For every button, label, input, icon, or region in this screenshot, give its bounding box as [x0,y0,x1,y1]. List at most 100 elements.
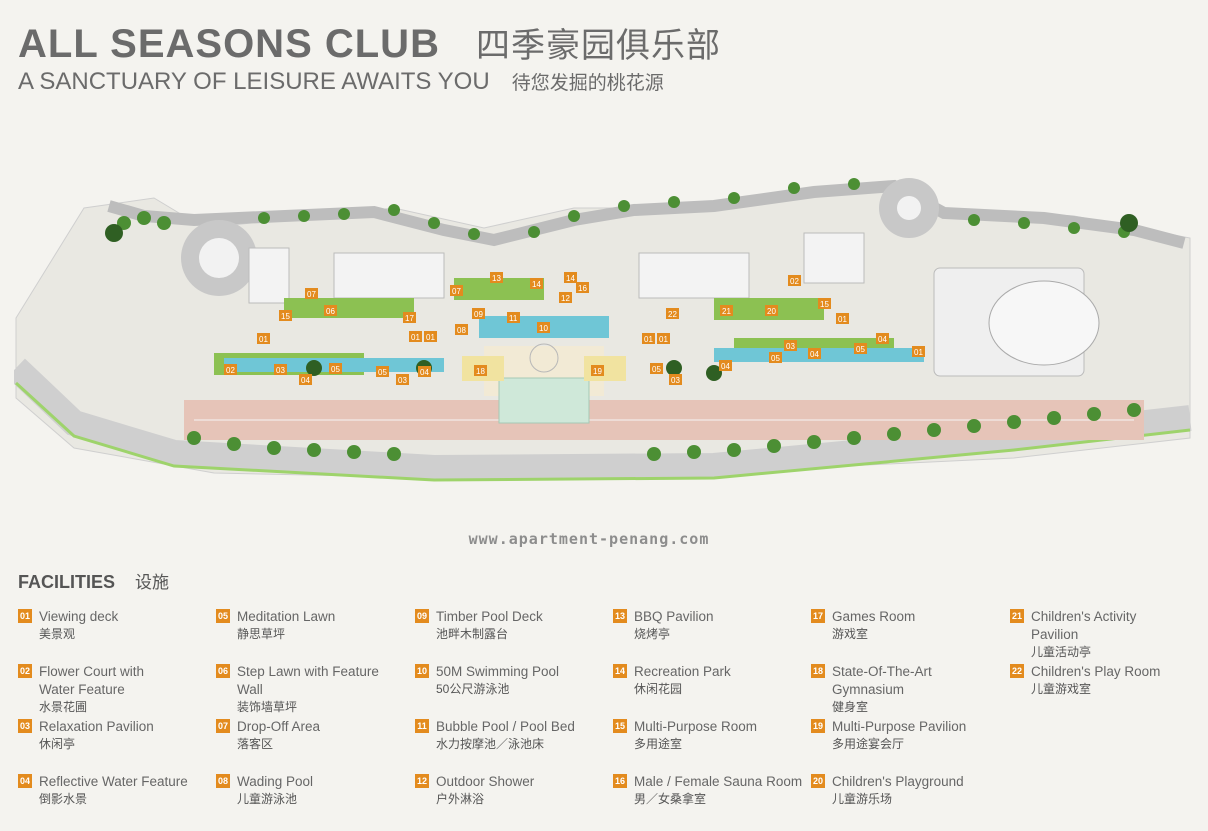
marker-01: 01 [409,331,422,342]
marker-05: 05 [769,352,782,363]
legend-label: Flower Court with Water Feature [39,664,145,697]
svg-text:01: 01 [659,335,668,344]
legend-label: Children's Playground [832,774,964,789]
marker-15: 15 [818,298,831,309]
title-en: ALL SEASONS CLUB [18,22,440,66]
marker-01: 01 [257,333,270,344]
marker-05: 05 [650,363,663,374]
legend-label-cn: 健身室 [832,700,869,714]
marker-03: 03 [784,340,797,351]
legend-number: 16 [613,774,627,788]
svg-text:01: 01 [259,335,268,344]
marker-04: 04 [418,366,431,377]
svg-text:22: 22 [668,310,677,319]
svg-text:01: 01 [914,348,923,357]
legend-item: 10 50M Swimming Pool 50公尺游泳池 [415,663,605,698]
marker-02: 02 [224,364,237,375]
svg-text:05: 05 [652,365,661,374]
legend-label: Children's Play Room [1031,664,1161,679]
legend-label: Timber Pool Deck [436,609,543,624]
svg-text:19: 19 [593,367,602,376]
legend-number: 09 [415,609,429,623]
marker-06: 06 [324,305,337,316]
legend-item: 01 Viewing deck 美景观 [18,608,208,643]
legend-label: Children's Activity Pavilion [1031,609,1137,642]
svg-text:04: 04 [301,376,310,385]
marker-08: 08 [455,324,468,335]
legend-number: 19 [811,719,825,733]
legend-item: 18 State-Of-The-Art Gymnasium 健身室 [811,663,941,716]
facilities-heading-cn: 设施 [135,573,170,592]
plaza-fountain [529,343,559,373]
marker-21: 21 [720,305,733,316]
legend-number: 18 [811,664,825,678]
legend-item: 14 Recreation Park 休闲花园 [613,663,803,698]
svg-text:02: 02 [790,277,799,286]
legend-label: Male / Female Sauna Room [634,774,803,789]
svg-text:07: 07 [452,287,461,296]
legend-label-cn: 休闲花园 [634,682,683,696]
legend-number: 06 [216,664,230,678]
legend-number: 14 [613,664,627,678]
legend-item: 12 Outdoor Shower 户外淋浴 [415,773,605,808]
legend-number: 13 [613,609,627,623]
marker-03: 03 [669,374,682,385]
svg-text:04: 04 [810,350,819,359]
svg-text:18: 18 [476,367,485,376]
svg-text:08: 08 [457,326,466,335]
watermark: www.apartment-penang.com [468,530,710,548]
marker-14: 14 [564,272,577,283]
legend-number: 03 [18,719,32,733]
marker-05: 05 [854,343,867,354]
marker-01: 01 [912,346,925,357]
legend-number: 17 [811,609,825,623]
legend-label-cn: 儿童活动亭 [1031,645,1092,659]
facilities-legend: 01 Viewing deck 美景观 02 Flower Court with… [18,608,1198,828]
legend-label-cn: 游戏室 [832,627,869,641]
marker-12: 12 [559,292,572,303]
marker-04: 04 [719,360,732,371]
svg-text:01: 01 [426,333,435,342]
legend-label-cn: 儿童游泳池 [237,792,298,806]
road-verge [14,381,1191,482]
legend-label: Step Lawn with Feature Wall [237,664,379,697]
legend-number: 01 [18,609,32,623]
legend-label-cn: 静思草坪 [237,627,286,641]
legend-number: 22 [1010,664,1024,678]
marker-01: 01 [836,313,849,324]
svg-text:10: 10 [539,324,548,333]
legend-label: Relaxation Pavilion [39,719,154,734]
legend-label: Games Room [832,609,916,624]
svg-text:01: 01 [644,335,653,344]
marker-01: 01 [657,333,670,344]
legend-number: 07 [216,719,230,733]
marker-09: 09 [472,308,485,319]
legend-item: 02 Flower Court with Water Feature 水景花圃 [18,663,158,716]
svg-text:05: 05 [771,354,780,363]
legend-label-cn: 池畔木制露台 [436,627,509,641]
marker-02: 02 [788,275,801,286]
marker-10: 10 [537,322,550,333]
legend-number: 05 [216,609,230,623]
legend-label: Multi-Purpose Room [634,719,758,734]
legend-number: 15 [613,719,627,733]
drop-off-west-inner [199,238,239,278]
legend-label: Meditation Lawn [237,609,336,624]
legend-label-cn: 多用途室 [634,737,683,751]
svg-text:05: 05 [378,368,387,377]
marker-04: 04 [808,348,821,359]
legend-item: 21 Children's Activity Pavilion 儿童活动亭 [1010,608,1160,661]
legend-item: 19 Multi-Purpose Pavilion 多用途宴会厅 [811,718,1001,753]
marker-03: 03 [274,364,287,375]
svg-text:05: 05 [331,365,340,374]
subtitle-en: A SANCTUARY OF LEISURE AWAITS YOU [18,68,490,95]
legend-number: 12 [415,774,429,788]
facility-markers: 01 01 01 01 01 01 01 02 02 03 03 03 03 0… [224,272,925,385]
svg-text:13: 13 [492,274,501,283]
svg-text:04: 04 [878,335,887,344]
legend-number: 08 [216,774,230,788]
legend-label-cn: 水景花圃 [39,700,88,714]
svg-text:01: 01 [411,333,420,342]
